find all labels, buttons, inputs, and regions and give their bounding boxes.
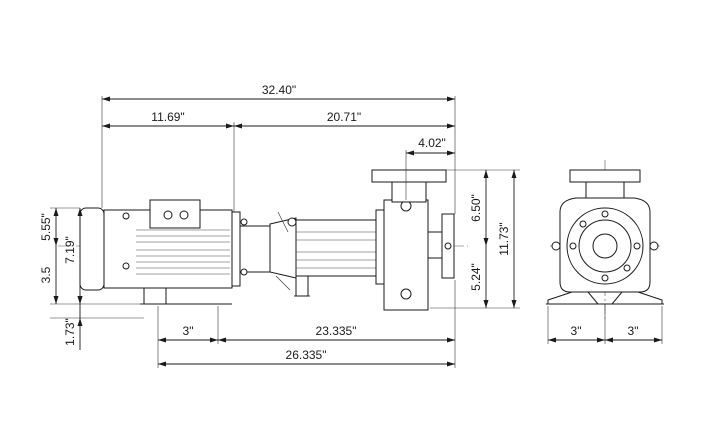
suction-neck — [427, 231, 443, 259]
coupling-bolt-icon — [287, 217, 297, 227]
dim-base-overall: 26.335" — [286, 348, 327, 362]
dim-end-left: 3" — [571, 324, 582, 338]
dim-foot-height: 1.73" — [63, 318, 77, 346]
motor-cooling-fins — [136, 229, 230, 275]
tie-rod — [277, 211, 289, 233]
motor-fan-cover — [79, 207, 105, 291]
end-bolt-icon — [601, 210, 609, 218]
terminal-box-screw-icon — [179, 210, 189, 220]
pump-stage-stack — [295, 219, 377, 277]
dim-end-right: 3" — [628, 324, 639, 338]
motor-bolt-icon — [122, 212, 130, 220]
pump-support-bracket — [295, 275, 309, 297]
coupling-guard — [269, 217, 297, 279]
motor-flange — [231, 211, 241, 287]
dim-motor-height: 7.19" — [63, 236, 77, 264]
end-foot-right — [610, 291, 663, 305]
dim-flange-lower: 5.24" — [469, 263, 483, 291]
dim-discharge-offset: 4.02" — [418, 136, 446, 150]
end-suction-bore — [592, 233, 618, 259]
dimension-lines — [53, 96, 662, 367]
dim-pump-length: 20.71" — [327, 110, 361, 124]
end-bolt-icon — [633, 242, 641, 250]
dim-overall-length: 32.40" — [262, 83, 296, 97]
end-bolt-icon — [579, 220, 587, 228]
discharge-flange — [371, 169, 447, 183]
dim-base-span: 23.335" — [316, 324, 357, 338]
terminal-box-screw-icon — [163, 210, 173, 220]
adapter — [239, 225, 271, 273]
discharge-neck — [391, 181, 427, 203]
extension-lines — [50, 96, 663, 368]
dim-base-to-centerline: 3.5 — [39, 266, 53, 283]
end-bolt-icon — [569, 242, 577, 250]
end-discharge-flange — [569, 169, 641, 183]
motor-bolt-icon — [122, 262, 130, 270]
dimension-labels: 32.40" 11.69" 20.71" 4.02" 5.55" 7.19" 3… — [39, 83, 638, 362]
adapter-bolt-icon — [240, 218, 248, 226]
drain-plug-icon — [400, 288, 412, 300]
end-view — [546, 160, 664, 320]
end-foot-left — [547, 291, 600, 305]
dim-total-height: 11.73" — [497, 222, 511, 255]
dim-flange-upper: 6.50" — [469, 194, 483, 222]
tie-rod — [275, 275, 291, 291]
adapter-bolt-icon — [240, 268, 248, 276]
end-bolt-icon — [601, 274, 609, 282]
dim-motor-upper-height: 5.55" — [39, 213, 53, 241]
motor-foot — [143, 287, 167, 305]
dim-base-front: 3" — [183, 324, 194, 338]
pump-casing-flange — [375, 209, 385, 285]
suction-bore-icon — [444, 242, 452, 250]
end-side-port-icon — [649, 241, 659, 251]
end-side-port-icon — [551, 241, 561, 251]
terminal-box — [149, 199, 201, 229]
end-bolt-icon — [623, 264, 631, 272]
dim-motor-length: 11.69" — [151, 110, 184, 124]
side-view — [58, 169, 468, 311]
